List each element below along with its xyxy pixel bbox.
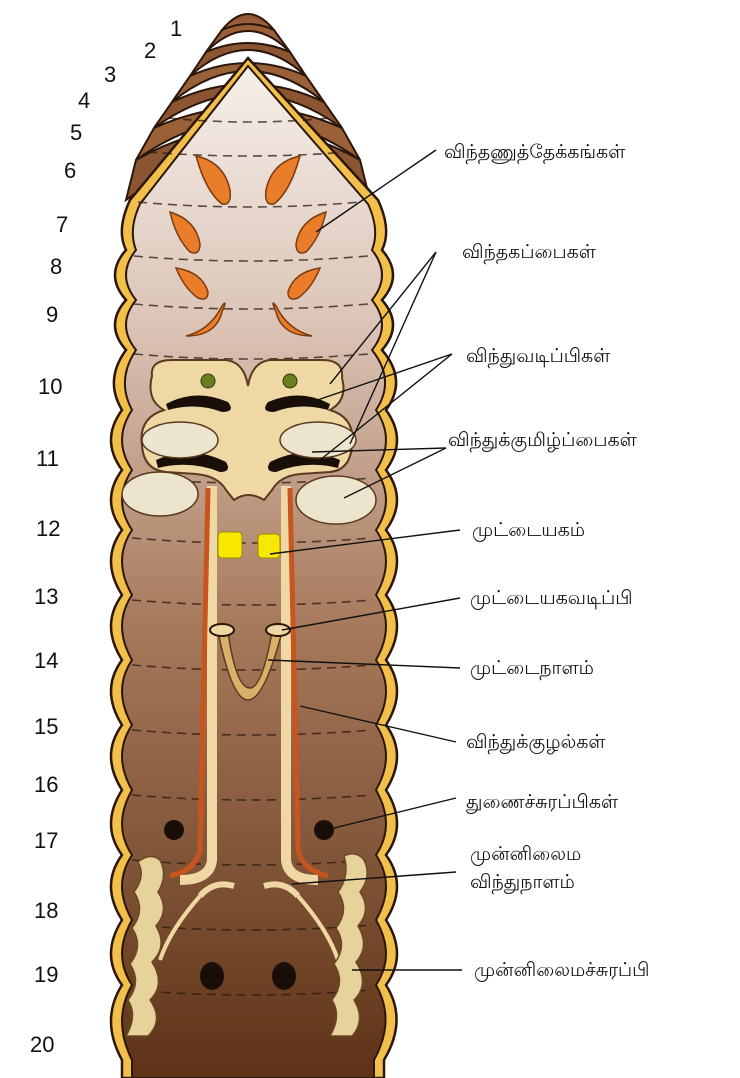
segment-number-8: 8 — [50, 254, 62, 279]
segment-number-17: 17 — [34, 828, 58, 853]
label-seminal-vesicles: விந்தகப்பைகள் — [462, 241, 597, 264]
label-sperm-sacs: விந்துக்குமிழ்ப்பைகள் — [448, 429, 638, 452]
label-prostate-gland: முன்னிலைமச்சுரப்பி — [474, 959, 650, 982]
segment-number-13: 13 — [34, 584, 58, 609]
segment-number-16: 16 — [34, 772, 58, 797]
label-oviduct: முட்டைநாளம் — [470, 657, 594, 680]
segment-number-14: 14 — [34, 648, 58, 673]
ovary-left — [218, 532, 242, 558]
labels: விந்தணுத்தேக்கங்கள் விந்தகப்பைகள் விந்து… — [444, 141, 650, 982]
ovarian-funnel-left — [210, 624, 234, 636]
segment-number-5: 5 — [70, 120, 82, 145]
segment-number-1: 1 — [170, 16, 182, 41]
label-prostatic-duct-line1: முன்னிலைம — [470, 843, 581, 866]
label-vas-deferens: விந்துக்குழல்கள் — [466, 731, 606, 754]
segment-number-19: 19 — [34, 962, 58, 987]
label-ovary: முட்டையகம் — [472, 519, 585, 542]
segment-number-6: 6 — [64, 158, 76, 183]
funnel-blob-right — [283, 374, 297, 388]
funnel-blob-left — [201, 374, 215, 388]
label-accessory-glands: துணைச்சுரப்பிகள் — [466, 791, 619, 814]
ovary-right — [258, 534, 280, 558]
segment-number-7: 7 — [56, 212, 68, 237]
ovarian-funnel-right — [266, 624, 290, 636]
segment-number-9: 9 — [46, 302, 58, 327]
segment-number-11: 11 — [36, 446, 59, 471]
segment-number-12: 12 — [36, 516, 60, 541]
label-prostatic-duct-line2: விந்துநாளம் — [470, 871, 575, 894]
segment-number-3: 3 — [104, 62, 116, 87]
segment-number-20: 20 — [30, 1032, 54, 1057]
label-testes: விந்தணுத்தேக்கங்கள் — [444, 141, 626, 164]
sperm-sac-right-lower — [296, 476, 376, 524]
segment-number-4: 4 — [78, 88, 90, 113]
segment-number-2: 2 — [144, 38, 156, 63]
segment-number-18: 18 — [34, 898, 58, 923]
sperm-sac-left-lower — [122, 472, 198, 516]
segment-number-10: 10 — [38, 374, 62, 399]
segment-number-15: 15 — [34, 714, 58, 739]
label-sperm-funnels: விந்துவடிப்பிகள் — [466, 345, 611, 368]
label-ovarian-funnel: முட்டையகவடிப்பி — [470, 587, 633, 610]
sperm-sac-left-upper — [142, 422, 218, 458]
